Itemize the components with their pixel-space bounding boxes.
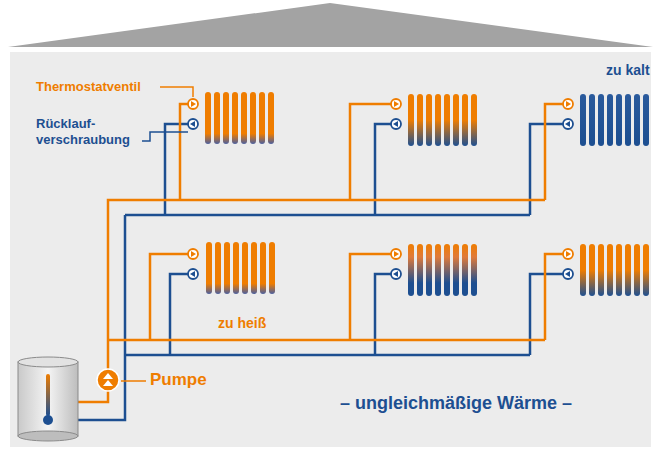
part-label: Thermostatventil (36, 79, 141, 95)
pump-symbol (97, 369, 119, 391)
part-label: Rücklauf- verschraubung (36, 116, 140, 147)
radiators (205, 92, 649, 296)
house-wall (10, 52, 651, 447)
status-note: zu kalt (606, 62, 650, 79)
supply-pipes (78, 104, 563, 402)
diagram-caption: – ungleichmäßige Wärme – (340, 393, 572, 415)
boiler-tank (18, 357, 78, 441)
part-label: Pumpe (150, 370, 207, 390)
status-note: zu heiß (218, 315, 266, 332)
valves (188, 99, 573, 279)
return-pipes (78, 124, 563, 420)
leader-lines (121, 87, 193, 381)
roof (8, 3, 653, 47)
